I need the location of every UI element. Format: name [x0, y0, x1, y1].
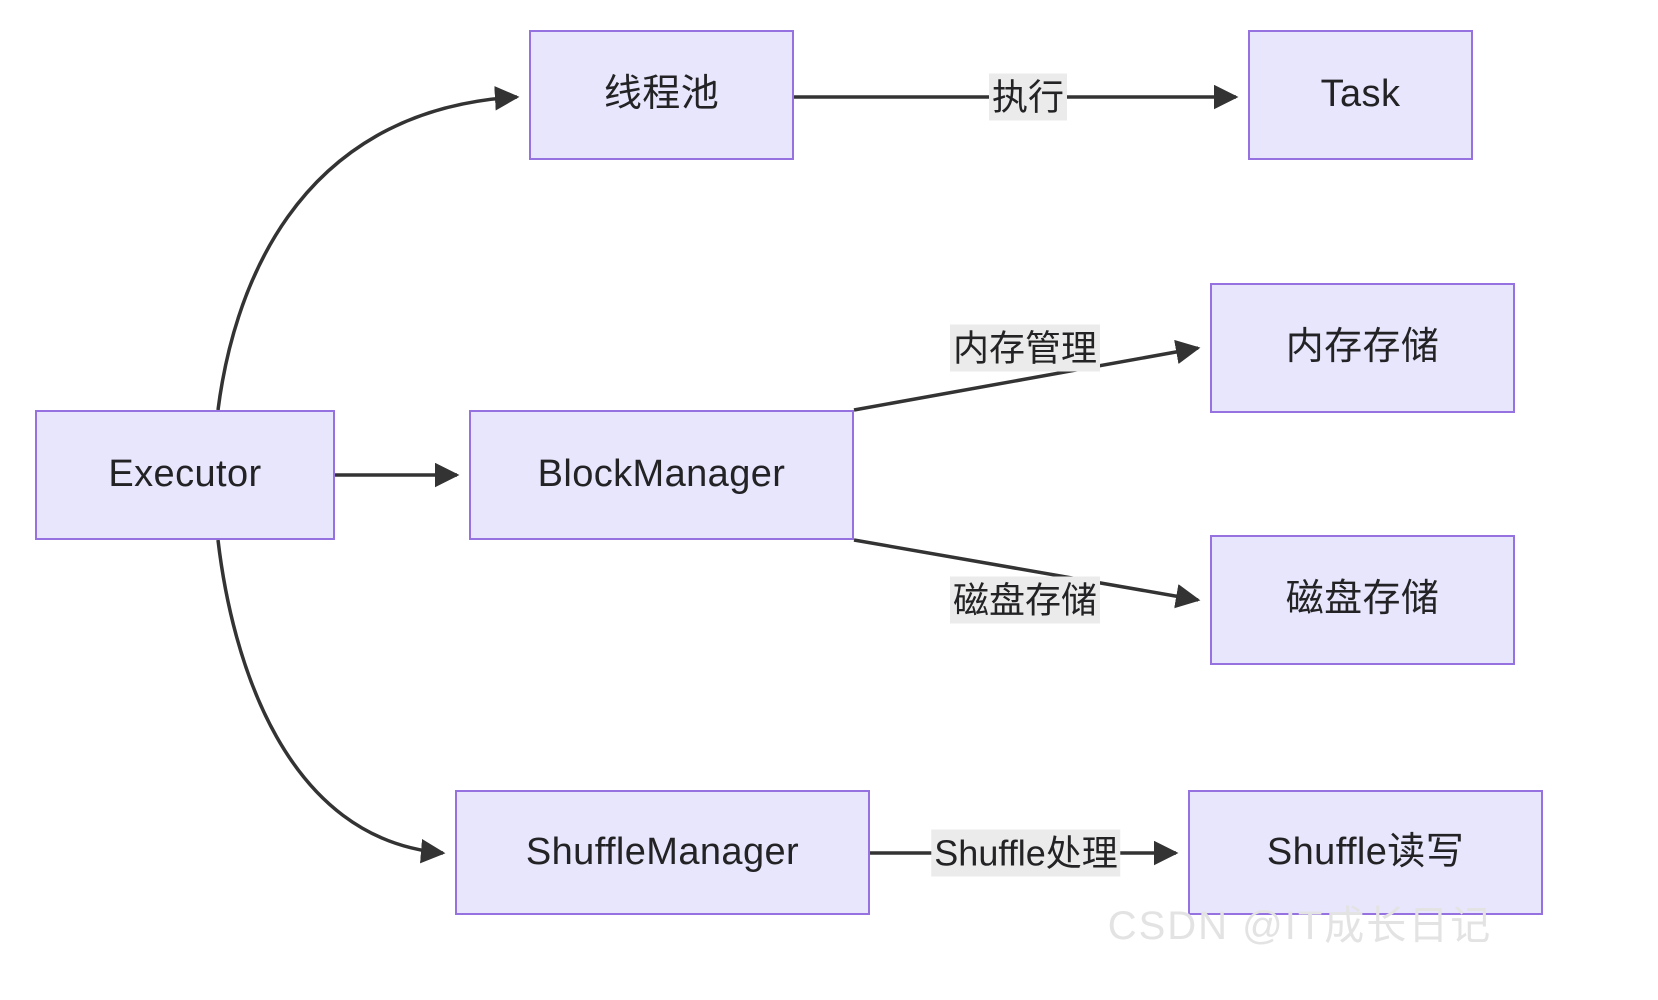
node-shuffle-io-label: Shuffle读写: [1266, 830, 1465, 873]
node-shuffle-io[interactable]: Shuffle读写: [1188, 790, 1543, 915]
watermark: CSDN @IT成长日记: [1107, 904, 1493, 948]
edge-label-memory-management: 内存管理: [949, 324, 1101, 372]
node-blockmanager-label: BlockManager: [537, 453, 786, 496]
node-disk-storage-label: 磁盘存储: [1285, 578, 1440, 621]
node-executor[interactable]: Executor: [35, 410, 335, 540]
edge-label-shuffle-processing: Shuffle处理: [931, 829, 1121, 877]
node-threadpool-label: 线程池: [603, 73, 720, 116]
node-task-label: Task: [1320, 73, 1401, 116]
node-shufflemanager[interactable]: ShuffleManager: [455, 790, 870, 915]
edge-label-execute: 执行: [988, 73, 1068, 121]
node-memory-storage[interactable]: 内存存储: [1210, 283, 1515, 413]
edge-label-disk-storage: 磁盘存储: [949, 576, 1101, 624]
node-threadpool[interactable]: 线程池: [529, 30, 794, 160]
edge-executor-threadpool: [216, 86, 520, 411]
node-disk-storage[interactable]: 磁盘存储: [1210, 535, 1515, 665]
node-shufflemanager-label: ShuffleManager: [525, 830, 800, 873]
node-executor-label: Executor: [108, 453, 262, 496]
node-task[interactable]: Task: [1248, 30, 1473, 160]
node-memory-storage-label: 内存存储: [1285, 326, 1440, 369]
edge-executor-shufflemanager: [216, 539, 446, 864]
node-blockmanager[interactable]: BlockManager: [469, 410, 854, 540]
